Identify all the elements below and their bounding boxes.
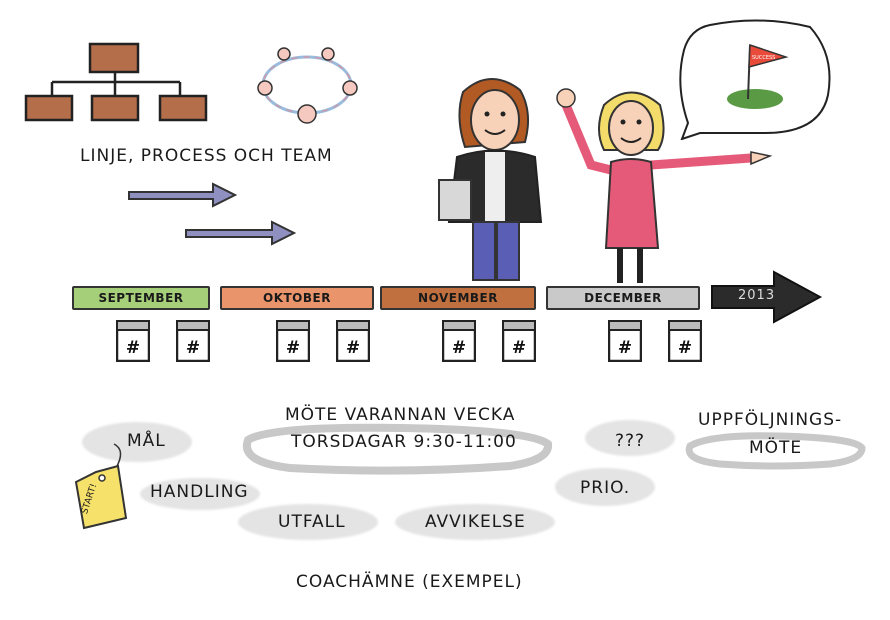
meeting-line1: MÖTE VARANNAN VECKA xyxy=(285,405,516,425)
cloud-blob xyxy=(82,422,192,462)
cloud-blob xyxy=(238,504,378,540)
svg-text:#: # xyxy=(678,338,692,358)
month-september: SEPTEMBER xyxy=(72,286,210,310)
topic-unknown: ??? xyxy=(615,431,646,451)
svg-text:#: # xyxy=(618,338,632,358)
man-character xyxy=(438,78,543,281)
svg-text:#: # xyxy=(346,338,360,358)
footer-coach-topic: COACHÄMNE (EXEMPEL) xyxy=(296,572,523,592)
start-tag-icon xyxy=(74,443,128,530)
meeting-line2: TORSDAGAR 9:30-11:00 xyxy=(291,432,517,452)
cloud-blob xyxy=(395,504,555,540)
svg-text:#: # xyxy=(286,338,300,358)
followup-oval xyxy=(685,432,866,470)
speech-bubble xyxy=(679,19,831,140)
svg-text:#: # xyxy=(186,338,200,358)
calendar-icon: # xyxy=(175,319,211,363)
month-november: NOVEMBER xyxy=(380,286,536,310)
title-linje-process-team: LINJE, PROCESS OCH TEAM xyxy=(80,146,333,166)
calendar-icon: # xyxy=(607,319,643,363)
team-circle-icon xyxy=(257,47,358,124)
cloud-blob xyxy=(140,478,260,510)
month-oktober: OKTOBER xyxy=(220,286,374,310)
topic-mal: MÅL xyxy=(127,431,166,451)
topic-utfall: UTFALL xyxy=(278,512,346,532)
process-arrow-icon xyxy=(128,182,238,208)
meeting-oval xyxy=(242,423,553,475)
org-chart-icon xyxy=(24,42,208,122)
topic-prio: PRIO. xyxy=(580,478,631,498)
topic-avvikelse: AVVIKELSE xyxy=(425,512,526,532)
calendar-icon: # xyxy=(335,319,371,363)
month-december: DECEMBER xyxy=(546,286,700,310)
cloud-blob xyxy=(585,420,675,456)
followup-line2: MÖTE xyxy=(749,438,803,458)
woman-character xyxy=(556,88,773,283)
svg-text:#: # xyxy=(512,338,526,358)
cloud-blob xyxy=(555,468,655,506)
process-arrow-icon xyxy=(185,220,297,246)
calendar-icon: # xyxy=(115,319,151,363)
svg-text:#: # xyxy=(452,338,466,358)
flag-label: SUCCESS xyxy=(752,55,776,61)
calendar-icon: # xyxy=(501,319,537,363)
year-arrow xyxy=(711,270,823,324)
followup-line1: UPPFÖLJNINGS- xyxy=(698,410,843,430)
year-label: 2013 xyxy=(738,288,776,303)
calendar-icon: # xyxy=(441,319,477,363)
calendar-icon: # xyxy=(275,319,311,363)
topic-handling: HANDLING xyxy=(150,482,249,502)
calendar-icon: # xyxy=(667,319,703,363)
svg-text:#: # xyxy=(126,338,140,358)
